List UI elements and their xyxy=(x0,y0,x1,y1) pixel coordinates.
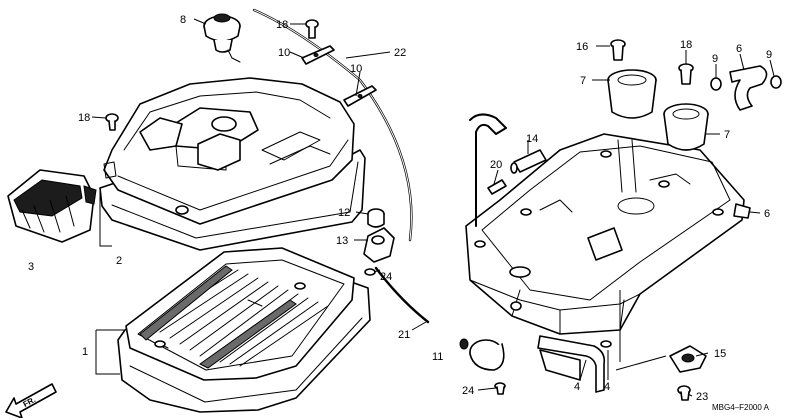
callout-11: 11 xyxy=(432,351,443,363)
callout-2: 2 xyxy=(116,255,122,267)
breather-tube xyxy=(469,113,507,227)
tube-part-21 xyxy=(374,266,430,324)
callout-8: 8 xyxy=(180,14,186,26)
clip-part-9b xyxy=(770,75,782,89)
cap-part-7b xyxy=(663,103,709,151)
callout-13: 13 xyxy=(336,235,348,247)
bolt-part-18a xyxy=(305,19,319,39)
callout-1: 1 xyxy=(82,346,88,358)
callout-6-case: 6 xyxy=(764,208,770,220)
cap-part-7a xyxy=(607,69,657,119)
callout-24a: 24 xyxy=(380,271,392,283)
callout-6-hose: 6 xyxy=(736,43,742,55)
callout-24b: 24 xyxy=(462,385,474,397)
cap-part-12 xyxy=(367,208,385,228)
callout-18a: 18 xyxy=(276,19,288,31)
bolt-part-18c xyxy=(678,63,694,85)
callout-18b: 18 xyxy=(78,112,90,124)
case-part-6 xyxy=(465,133,751,335)
clamp-part-10b xyxy=(343,85,377,107)
callout-10b: 10 xyxy=(350,63,362,75)
callout-15: 15 xyxy=(714,348,726,360)
clip-part-9a xyxy=(710,77,722,91)
pin-part-20 xyxy=(487,179,507,195)
screw-part-24b xyxy=(494,382,506,395)
callout-9b: 9 xyxy=(766,49,772,61)
callout-23: 23 xyxy=(696,391,708,403)
bolt-part-23 xyxy=(677,385,691,401)
callout-labels: 1 2 3 4 4 6 6 7 7 8 9 9 10 10 11 12 13 1… xyxy=(28,14,772,403)
bolt-part-16 xyxy=(610,39,626,61)
tube-part-22 xyxy=(252,8,413,242)
callout-9a: 9 xyxy=(712,53,718,65)
callout-3: 3 xyxy=(28,261,34,273)
screw-part-18b xyxy=(105,113,119,131)
air-cleaner-cover xyxy=(99,77,366,251)
callout-20: 20 xyxy=(490,159,502,171)
callout-4a: 4 xyxy=(574,381,580,393)
filter-part-11 xyxy=(459,338,505,371)
callout-18c: 18 xyxy=(680,39,692,51)
screw-part-24a xyxy=(364,268,376,276)
leader-lines xyxy=(91,18,775,397)
hose-part-6 xyxy=(729,65,768,111)
sensor-part-15 xyxy=(669,345,707,373)
valve-part-8 xyxy=(203,13,241,63)
clamp-part-10a xyxy=(301,45,335,65)
air-cleaner-element xyxy=(117,247,371,413)
callout-14: 14 xyxy=(526,133,538,145)
front-direction-arrow: FR. xyxy=(5,383,57,418)
callout-7a: 7 xyxy=(580,75,586,87)
drain-plug-13 xyxy=(363,227,395,263)
figure-code: MBG4–F2000 A xyxy=(712,403,770,412)
callout-12: 12 xyxy=(338,207,350,219)
fitting-part-14 xyxy=(510,149,547,174)
resonator-part xyxy=(7,169,97,243)
callout-7b: 7 xyxy=(724,129,730,141)
callout-10a: 10 xyxy=(278,47,290,59)
callout-16: 16 xyxy=(576,41,588,53)
callout-21: 21 xyxy=(398,329,410,341)
callout-22: 22 xyxy=(394,47,406,59)
callout-4b: 4 xyxy=(604,381,610,393)
